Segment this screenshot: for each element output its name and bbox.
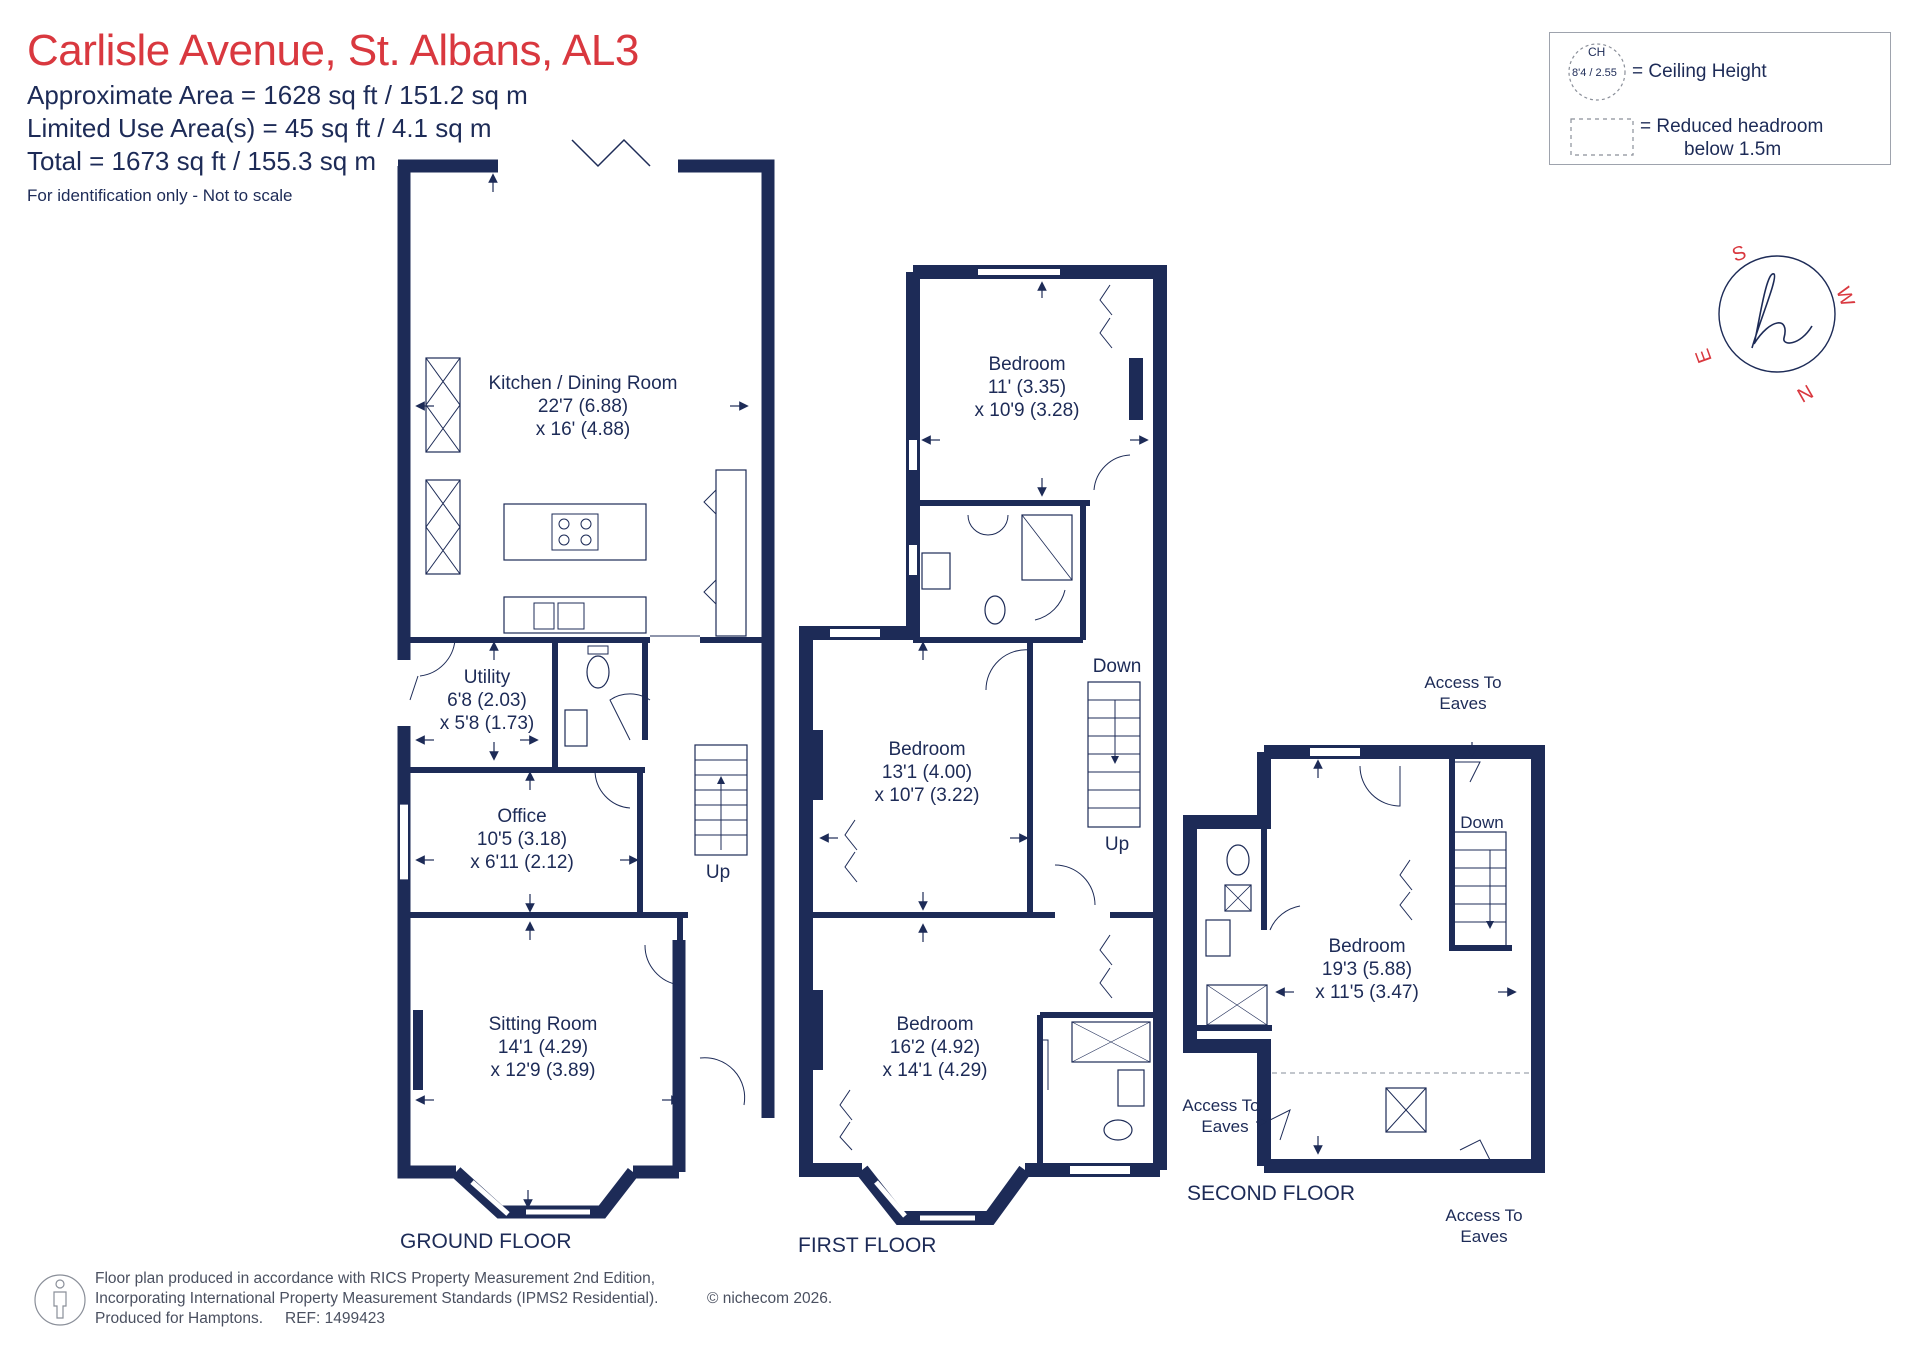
room-name: Kitchen / Dining Room — [488, 373, 677, 394]
legend-symbols — [1568, 43, 1634, 156]
total-area: Total = 1673 sq ft / 155.3 sq m — [27, 146, 377, 176]
legend: CH 8'4 / 2.55 = Ceiling Height = Reduced… — [1549, 32, 1891, 165]
footer-line-2: Incorporating International Property Mea… — [95, 1290, 659, 1307]
compass: S W N E — [1691, 241, 1858, 405]
room-dim: x 5'8 (1.73) — [440, 713, 534, 734]
approx-area: Approximate Area = 1628 sq ft / 151.2 sq… — [27, 80, 528, 110]
room-dim: 16'2 (4.92) — [890, 1037, 980, 1058]
room-dim: 13'1 (4.00) — [882, 762, 972, 783]
compass-letter: W — [1831, 284, 1858, 309]
room-name: Office — [497, 806, 546, 827]
room-dim: 11' (3.35) — [988, 377, 1066, 398]
stairs-label: Up — [706, 862, 730, 883]
second-floor-label: SECOND FLOOR — [1187, 1182, 1355, 1205]
identification-note: For identification only - Not to scale — [27, 186, 293, 205]
footer-ref: REF: 1499423 — [285, 1310, 385, 1327]
room-dim: x 10'9 (3.28) — [974, 400, 1079, 421]
room-dim: x 6'11 (2.12) — [470, 852, 574, 873]
ceiling-height-icon — [1568, 43, 1626, 101]
ground-floor — [397, 138, 775, 1219]
room-labels: Kitchen / Dining Room 22'7 (6.88) x 16' … — [440, 354, 1523, 1246]
monogram-icon — [1751, 273, 1813, 349]
limited-use-area: Limited Use Area(s) = 45 sq ft / 4.1 sq … — [27, 113, 492, 143]
ground-dimension-arrows — [415, 173, 749, 1209]
room-name: Bedroom — [988, 354, 1065, 375]
room-name: Sitting Room — [489, 1014, 598, 1035]
page-title: Carlisle Avenue, St. Albans, AL3 — [27, 26, 639, 75]
first-dimension-arrows — [819, 281, 1149, 942]
eaves-label: Eaves — [1201, 1117, 1248, 1136]
room-dim: x 12'9 (3.89) — [490, 1060, 595, 1081]
room-dim: x 14'1 (4.29) — [882, 1060, 987, 1081]
compass-letter: S — [1729, 241, 1749, 266]
room-dim: x 10'7 (3.22) — [874, 785, 979, 806]
room-name: Utility — [464, 667, 511, 688]
footer-copyright: © nichecom 2026. — [707, 1290, 833, 1307]
room-name: Bedroom — [888, 739, 965, 760]
stairs-label: Down — [1093, 656, 1142, 677]
ch-abbr: CH — [1588, 45, 1606, 59]
stairs-label: Down — [1460, 813, 1503, 832]
second-floor — [1183, 745, 1545, 1173]
eaves-label: Eaves — [1460, 1227, 1507, 1246]
room-dim: 6'8 (2.03) — [447, 690, 527, 711]
ch-label: = Ceiling Height — [1632, 61, 1767, 82]
ground-floor-label: GROUND FLOOR — [400, 1230, 572, 1253]
room-dim: 14'1 (4.29) — [498, 1037, 588, 1058]
room-dim: 22'7 (6.88) — [538, 396, 628, 417]
footer-line-1: Floor plan produced in accordance with R… — [95, 1270, 656, 1287]
room-dim: 19'3 (5.88) — [1322, 959, 1412, 980]
room-dim: x 16' (4.88) — [536, 419, 630, 440]
eaves-label: Access To — [1424, 673, 1501, 692]
eaves-label: Access To — [1445, 1206, 1522, 1225]
room-name: Bedroom — [896, 1014, 973, 1035]
first-floor — [413, 265, 1167, 1225]
room-dim: x 11'5 (3.47) — [1315, 982, 1419, 1003]
first-floor-label: FIRST FLOOR — [798, 1234, 936, 1257]
footer-line-3: Produced for Hamptons. — [95, 1310, 264, 1327]
person-scale-icon — [34, 1274, 86, 1326]
reduced-headroom-label: = Reduced headroom — [1640, 116, 1824, 137]
eaves-label: Access To — [1182, 1096, 1259, 1115]
compass-letter: N — [1793, 380, 1817, 406]
room-name: Bedroom — [1328, 936, 1405, 957]
eaves-label: Eaves — [1439, 694, 1486, 713]
reduced-headroom-label-2: below 1.5m — [1684, 139, 1782, 160]
stairs-label: Up — [1105, 834, 1129, 855]
floor-labels: GROUND FLOOR FIRST FLOOR SECOND FLOOR — [400, 1182, 1355, 1257]
room-dim: 10'5 (3.18) — [477, 829, 567, 850]
second-dimension-arrows — [1256, 742, 1517, 1155]
ch-value: 8'4 / 2.55 — [1572, 67, 1617, 79]
reduced-headroom-icon — [1570, 118, 1634, 156]
compass-letter: E — [1691, 346, 1716, 366]
